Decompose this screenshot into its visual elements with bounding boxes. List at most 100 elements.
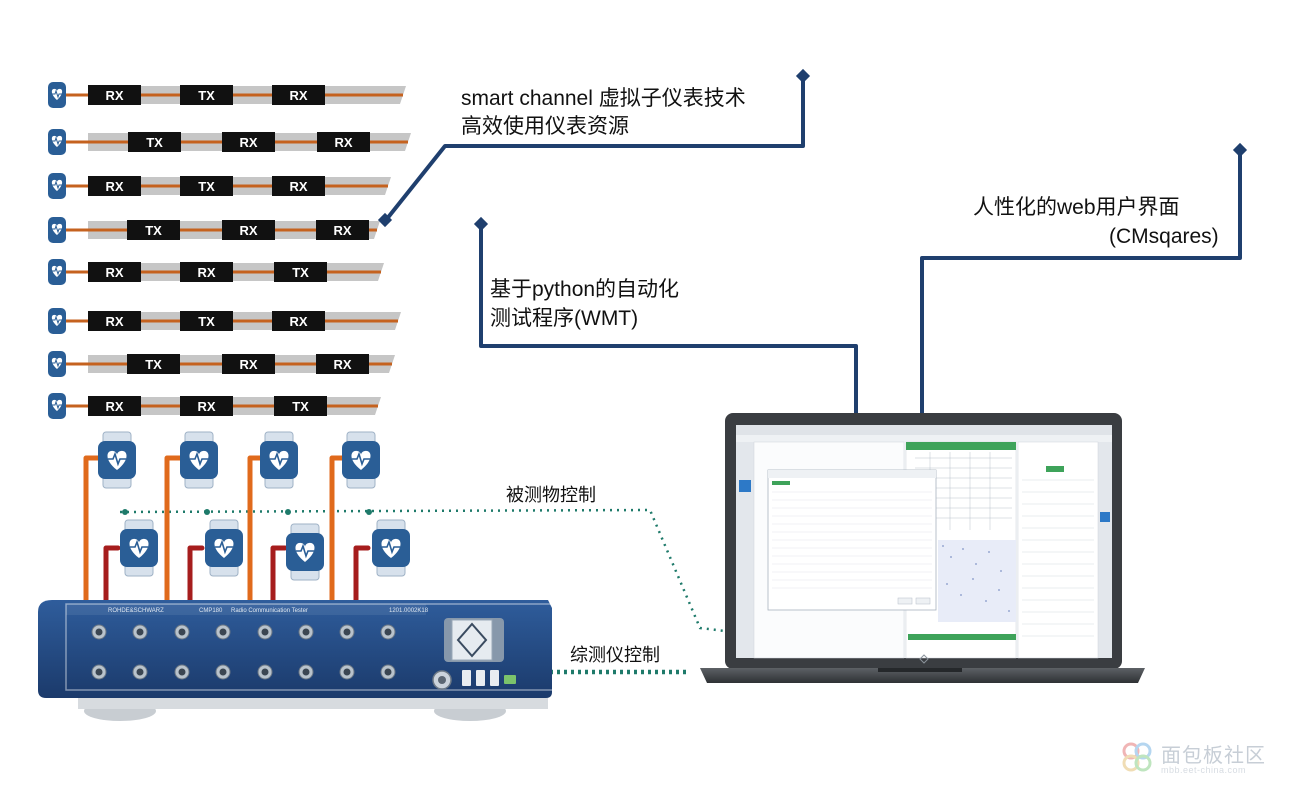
rf-port-icon[interactable] bbox=[91, 664, 107, 680]
instrument-subtitle: Radio Communication Tester bbox=[231, 608, 308, 614]
rf-port-icon[interactable] bbox=[380, 664, 396, 680]
slot-box bbox=[180, 85, 233, 105]
slot-box bbox=[222, 354, 275, 374]
slot-box bbox=[316, 220, 369, 240]
dut-dot-2 bbox=[204, 509, 210, 515]
slot-label: RX bbox=[289, 314, 307, 329]
slot-box bbox=[88, 311, 141, 331]
rf-port-icon[interactable] bbox=[257, 664, 273, 680]
watch-icon bbox=[179, 431, 219, 489]
web-ui-leader bbox=[920, 152, 1242, 440]
slot-label: TX bbox=[198, 179, 215, 194]
slot-box bbox=[180, 311, 233, 331]
rf-port-icon[interactable] bbox=[380, 624, 396, 640]
watermark-logo-icon bbox=[1122, 742, 1152, 772]
slot-box bbox=[88, 176, 141, 196]
slot-box bbox=[317, 132, 370, 152]
slot-box bbox=[180, 396, 233, 416]
dut-dot-1 bbox=[122, 509, 128, 515]
rf-port-icon[interactable] bbox=[174, 624, 190, 640]
python-leader bbox=[479, 225, 858, 463]
watermark: 面包板社区 mbb.eet-china.com bbox=[1117, 737, 1287, 781]
watch-icon bbox=[204, 519, 244, 577]
watch-icon bbox=[285, 523, 325, 581]
slot-label: RX bbox=[197, 265, 215, 280]
smart-channel-leader bbox=[384, 78, 805, 222]
callout-smart-channel-line2: 高效使用仪表资源 bbox=[461, 115, 629, 138]
dut-control-dots bbox=[122, 509, 372, 515]
slot-box bbox=[274, 262, 327, 282]
heart-watch-icon bbox=[47, 258, 67, 286]
slot-box bbox=[316, 354, 369, 374]
watch-icon bbox=[259, 431, 299, 489]
rf-port-icon[interactable] bbox=[91, 624, 107, 640]
rs-logo-icon bbox=[456, 622, 488, 658]
heart-watch-icon bbox=[47, 128, 67, 156]
rf-port-icon[interactable] bbox=[215, 624, 231, 640]
instrument-model: CMP180 bbox=[199, 608, 223, 614]
rf-port-icon[interactable] bbox=[132, 624, 148, 640]
channel-row: TX RX RX bbox=[47, 128, 411, 156]
slot-label: TX bbox=[198, 314, 215, 329]
slot-box bbox=[272, 85, 325, 105]
rf-port-icon[interactable] bbox=[257, 624, 273, 640]
dut-dot-3 bbox=[285, 509, 291, 515]
slot-label: RX bbox=[105, 88, 123, 103]
slot-box bbox=[180, 176, 233, 196]
heart-watch-icon bbox=[47, 172, 67, 200]
rf-port-icon[interactable] bbox=[298, 664, 314, 680]
slot-box bbox=[88, 85, 141, 105]
heart-watch-icon bbox=[47, 392, 67, 420]
instrument-serial: 1201.0002K18 bbox=[389, 608, 429, 614]
callout-python-line1: 基于python的自动化 bbox=[490, 278, 680, 301]
watch-icon bbox=[119, 519, 159, 577]
web-ui-marker-top bbox=[1232, 142, 1248, 158]
watch-icon bbox=[97, 431, 137, 489]
python-marker-top bbox=[473, 216, 489, 232]
rf-port-icon[interactable] bbox=[215, 664, 231, 680]
slot-box bbox=[88, 262, 141, 282]
slot-label: TX bbox=[146, 135, 163, 150]
smart-channel-marker-end bbox=[795, 68, 811, 84]
dut-dot-4 bbox=[366, 509, 372, 515]
channel-row: RX TX RX bbox=[47, 307, 401, 335]
rf-port-icon[interactable] bbox=[174, 664, 190, 680]
slot-label: RX bbox=[333, 223, 351, 238]
laptop-logo-icon bbox=[919, 654, 929, 664]
watermark-sub: mbb.eet-china.com bbox=[1161, 765, 1247, 775]
slot-label: TX bbox=[292, 399, 309, 414]
slot-label: RX bbox=[334, 135, 352, 150]
slot-label: RX bbox=[105, 265, 123, 280]
watermark-text: 面包板社区 bbox=[1161, 745, 1266, 767]
slot-label: TX bbox=[198, 88, 215, 103]
rf-port-icon[interactable] bbox=[339, 664, 355, 680]
rf-port-icon[interactable] bbox=[339, 624, 355, 640]
slot-box bbox=[128, 132, 181, 152]
channel-row: RX TX RX bbox=[47, 81, 406, 109]
slot-label: RX bbox=[239, 135, 257, 150]
slot-label: RX bbox=[105, 314, 123, 329]
slot-label: RX bbox=[239, 357, 257, 372]
slot-label: RX bbox=[105, 399, 123, 414]
slot-label: RX bbox=[333, 357, 351, 372]
slot-box bbox=[127, 354, 180, 374]
rf-port-icon[interactable] bbox=[132, 664, 148, 680]
label-tester-control: 综测仪控制 bbox=[570, 645, 660, 665]
instrument-brand: ROHDE&SCHWARZ bbox=[108, 608, 164, 614]
instrument-cmp180: ROHDE&SCHWARZ CMP180 Radio Communication… bbox=[38, 600, 557, 721]
rf-port-icon[interactable] bbox=[298, 624, 314, 640]
slot-label: RX bbox=[289, 88, 307, 103]
watch-icon bbox=[371, 519, 411, 577]
callout-smart-channel-line1: smart channel 虚拟子仪表技术 bbox=[461, 87, 746, 110]
slot-box bbox=[222, 220, 275, 240]
slot-box bbox=[127, 220, 180, 240]
callout-web-ui-line1: 人性化的web用户界面 bbox=[973, 196, 1180, 219]
dut-watches bbox=[97, 431, 411, 581]
heart-watch-icon bbox=[47, 307, 67, 335]
